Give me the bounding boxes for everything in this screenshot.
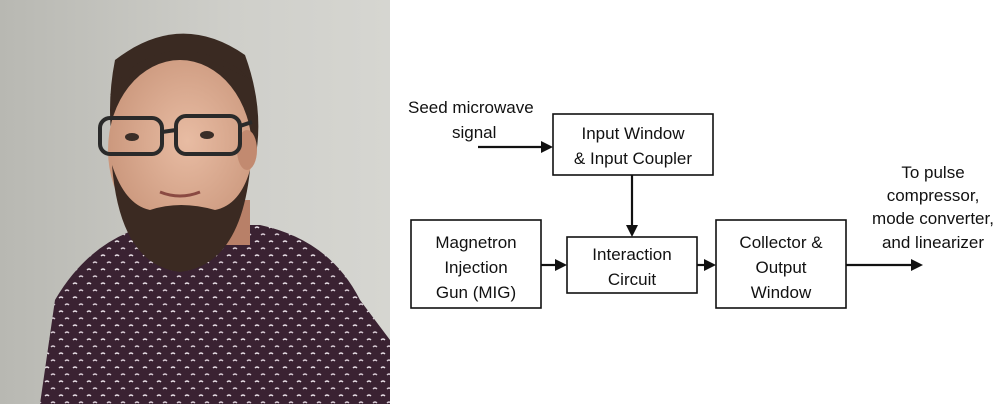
glasses-icon <box>98 114 253 156</box>
mig-label-2: Injection <box>444 258 507 277</box>
mig-label: Magnetron <box>435 233 516 252</box>
output-label-2: compressor, <box>887 186 980 205</box>
seed-signal-label-2: signal <box>452 123 496 142</box>
beard <box>112 165 250 272</box>
output-arrow <box>846 259 923 271</box>
seed-label-line: Seed microwave <box>408 98 534 117</box>
output-label-3: mode converter, <box>872 209 994 228</box>
mig-to-interaction-arrow <box>541 259 567 271</box>
collector-label: Collector & <box>739 233 823 252</box>
block-diagram: Seed microwave signal Input Window & Inp… <box>408 98 994 309</box>
mig-label-3: Gun (MIG) <box>436 283 516 302</box>
collector-label-2: Output <box>755 258 806 277</box>
output-label: To pulse <box>901 163 964 182</box>
portrait-photo <box>0 0 390 404</box>
seed-arrow <box>478 141 553 153</box>
interaction-label: Interaction <box>592 245 671 264</box>
interaction-circuit-box <box>566 236 698 294</box>
collector-box <box>715 219 847 309</box>
seed-signal-label: Seed microwave <box>408 98 534 117</box>
input-to-interaction-arrow <box>626 175 638 237</box>
output-label-4: and linearizer <box>882 233 984 252</box>
input-window-label: Input Window <box>582 124 686 143</box>
collector-label-3: Window <box>751 283 812 302</box>
seed-label-line: signal <box>452 123 496 142</box>
input-window-box <box>552 113 714 176</box>
input-window-label-2: & Input Coupler <box>574 149 692 168</box>
interaction-to-collector-arrow <box>697 259 716 271</box>
interaction-label-2: Circuit <box>608 270 656 289</box>
shirt <box>40 225 390 404</box>
